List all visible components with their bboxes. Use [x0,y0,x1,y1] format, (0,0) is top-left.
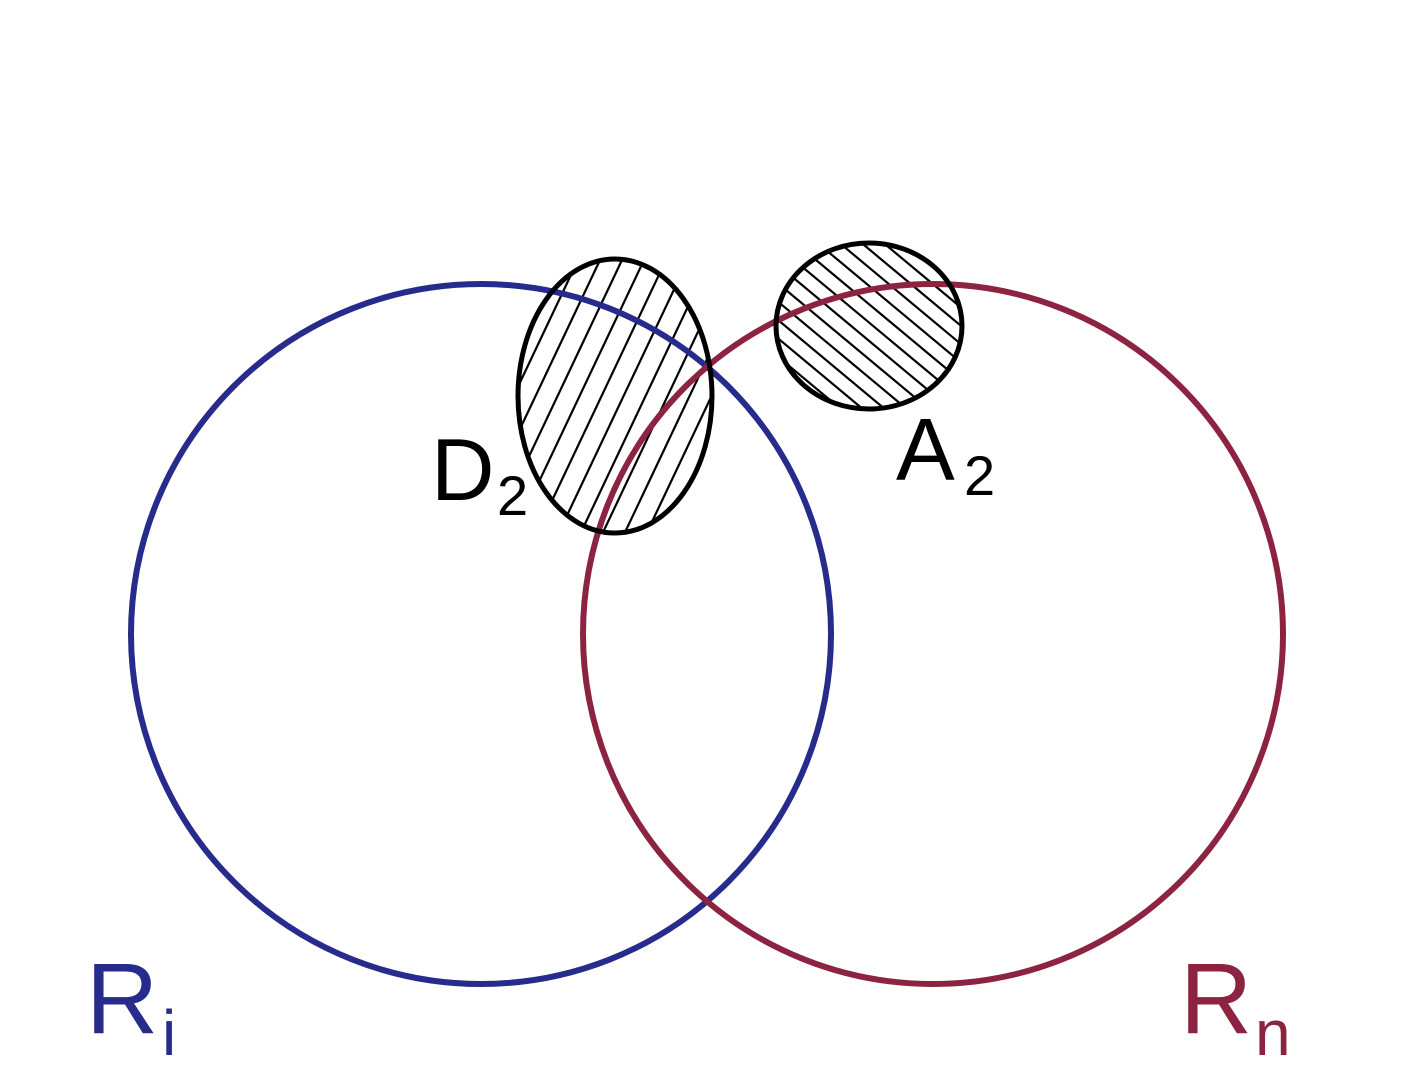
hatch-line-d2 [518,259,601,533]
label-d2: D2 [431,420,528,527]
hatch-line-d2 [518,259,579,533]
label-ri: Ri [86,943,176,1069]
region-d2-outline [515,256,715,536]
hatch-line-a2 [776,243,867,409]
label-rn: Rn [1180,943,1291,1069]
hatch-line-a2 [776,243,911,409]
hatch-line-a2 [845,243,962,409]
hatch-line-a2 [867,243,962,409]
hatch-line-a2 [776,243,889,409]
set-ri-circle [128,281,834,987]
hatch-line-d2 [518,259,623,533]
hatch-line-a2 [823,243,962,409]
hatch-line-a2 [779,243,962,409]
hatch-line-d2 [595,259,712,533]
region-a2-outline [773,240,965,412]
hatch-line-a2 [801,243,962,409]
set-ri-arc-in-d2 [518,281,712,533]
set-rn-arc-in-a2 [776,281,962,409]
region-d2 [200,256,715,640]
hatch-line-d2 [518,259,689,533]
hatch-line-d2 [518,259,645,533]
hatch-line-a2 [776,243,933,409]
hatch-line-a2 [978,230,1218,430]
hatch-line-a2 [933,243,962,409]
hatch-line-d2 [222,260,402,640]
hatch-line-a2 [955,243,962,409]
hatch-line-d2 [529,259,711,533]
hatch-line-d2 [573,259,712,533]
hatch-line-d2 [266,260,446,640]
hatch-line-a2 [1000,230,1240,430]
region-d2-fill [518,259,712,533]
hatch-line-d2 [200,260,380,640]
